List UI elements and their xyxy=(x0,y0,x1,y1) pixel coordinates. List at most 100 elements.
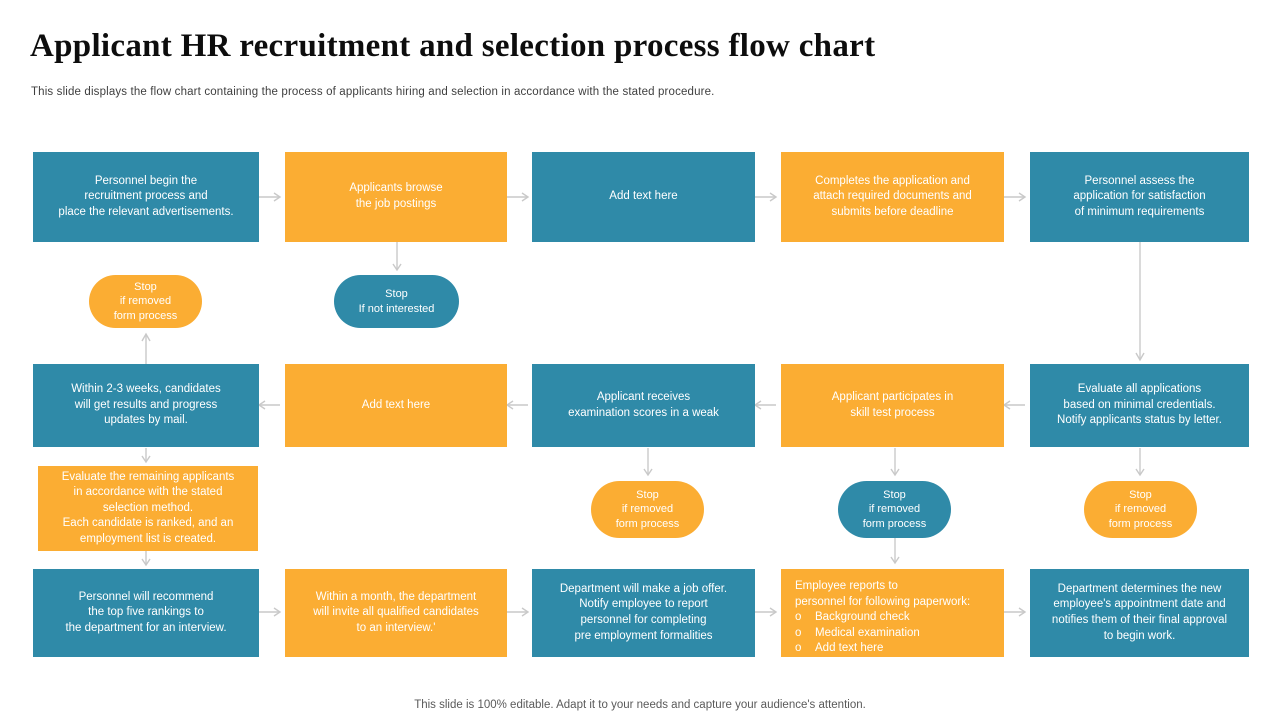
flow-node-stop-if-removed-2[interactable]: Stop if removed form process xyxy=(591,481,704,538)
flow-node-text-line: Add text here xyxy=(361,398,431,411)
flow-node-text-line: If not interested xyxy=(358,302,435,315)
flow-node-text-line: examination scores in a weak xyxy=(568,406,719,419)
connector-arrow-r2c2-to-r2c1 xyxy=(257,398,285,412)
flow-node-stop-if-not-interested[interactable]: Stop If not interested xyxy=(334,275,459,328)
flow-node-stop-if-removed-3[interactable]: Stop if removed form process xyxy=(838,481,951,538)
flow-node-text-line: form process xyxy=(113,309,178,322)
flow-node-recommend-top-five[interactable]: Personnel will recommend the top five ra… xyxy=(33,569,259,657)
flow-node-evaluate-all-applications[interactable]: Evaluate all applications based on minim… xyxy=(1030,364,1249,447)
flow-node-text-line: will invite all qualified candidates xyxy=(313,606,479,619)
connector-arrow-middle-left-to-r3c1 xyxy=(139,551,153,569)
flow-node-text-line: Applicants browse xyxy=(349,182,443,195)
flow-node-text-line: selection method. xyxy=(102,501,194,514)
flow-node-text-line: personnel for following paperwork: xyxy=(795,595,971,608)
flow-node-text: Within 2-3 weeks, candidates will get re… xyxy=(41,382,251,429)
flow-node-text-line: Completes the application and xyxy=(815,174,970,187)
flow-node-text-line: the top five rankings to xyxy=(88,606,204,619)
flow-node-text-line: form process xyxy=(862,517,927,530)
bullet-marker-icon: o xyxy=(795,626,802,639)
flow-node-department-job-offer[interactable]: Department will make a job offer. Notify… xyxy=(532,569,755,657)
flow-node-text-line: of minimum requirements xyxy=(1074,205,1205,218)
flow-node-text-line: attach required documents and xyxy=(813,190,972,203)
flow-node-text-line: notifies them of their final approval xyxy=(1051,614,1228,626)
bullet-item: o Medical examination xyxy=(795,626,994,642)
flow-node-text: Personnel will recommend the top five ra… xyxy=(41,590,251,637)
flow-node-text: Personnel begin the recruitment process … xyxy=(41,174,251,221)
flow-node-text-line: Department will make a job offer. xyxy=(559,582,728,595)
connector-arrow-r1c1-to-r1c2 xyxy=(259,190,285,204)
flow-node-text-line: updates by mail. xyxy=(104,414,188,427)
connector-arrow-r2c3-to-r2c2 xyxy=(505,398,533,412)
flow-node-text-line: Stop xyxy=(1129,489,1152,502)
connector-arrow-r3c2-to-r3c3 xyxy=(507,605,533,619)
connector-arrow-stop4-to-r3c4 xyxy=(888,538,902,568)
bullet-marker-icon: o xyxy=(795,642,802,655)
flow-node-text: Stop if removed form process xyxy=(599,488,696,531)
flow-node-text: Stop if removed form process xyxy=(97,280,194,323)
flow-node-text: Personnel assess the application for sat… xyxy=(1038,174,1241,221)
flow-node-evaluate-remaining-applicants[interactable]: Evaluate the remaining applicants in acc… xyxy=(38,466,258,551)
flow-node-text-line: in accordance with the stated xyxy=(73,486,223,499)
flow-node-text-line: skill test process xyxy=(850,406,935,419)
flow-node-stop-if-removed-4[interactable]: Stop if removed form process xyxy=(1084,481,1197,538)
flow-node-text-line: Stop xyxy=(883,489,906,502)
flow-node-text-line: Evaluate the remaining applicants xyxy=(61,470,235,483)
flow-node-results-within-2-3-weeks[interactable]: Within 2-3 weeks, candidates will get re… xyxy=(33,364,259,447)
flow-node-personnel-assess-application[interactable]: Personnel assess the application for sat… xyxy=(1030,152,1249,242)
flow-node-employee-reports-paperwork[interactable]: Employee reports to personnel for follow… xyxy=(781,569,1004,657)
flow-node-appointment-date-final-approval[interactable]: Department determines the new employee's… xyxy=(1030,569,1249,657)
connector-arrow-r1c5-to-r2c5 xyxy=(1133,241,1147,365)
bullet-label: Background check xyxy=(815,611,910,624)
flow-node-add-text-here-row2[interactable]: Add text here xyxy=(285,364,507,447)
flow-node-add-text-here-row1[interactable]: Add text here xyxy=(532,152,755,242)
flow-node-text: Department determines the new employee's… xyxy=(1038,582,1241,644)
flow-node-text-line: Evaluate all applications xyxy=(1077,383,1202,396)
flow-node-text-line: if removed xyxy=(1114,503,1167,516)
flow-node-text-line: Personnel begin the xyxy=(94,174,198,187)
flow-node-applicants-browse-postings[interactable]: Applicants browse the job postings xyxy=(285,152,507,242)
flow-node-text: Employee reports to personnel for follow… xyxy=(795,579,994,657)
flow-node-text-line: if removed xyxy=(868,503,921,516)
flow-node-text-line: personnel for completing xyxy=(580,614,707,626)
connector-arrow-r2c3-to-stop3 xyxy=(641,448,655,480)
flow-node-text: Stop if removed form process xyxy=(1092,488,1189,531)
flow-node-text-line: Applicant participates in xyxy=(831,390,954,403)
flow-node-text-line: submits before deadline xyxy=(831,205,954,218)
bullet-label: Add text here xyxy=(815,642,884,655)
flow-node-text-line: Stop xyxy=(134,281,157,294)
flow-node-text-line: recruitment process and xyxy=(84,190,208,203)
flow-node-text-line: Stop xyxy=(636,489,659,502)
flow-node-text: Applicants browse the job postings xyxy=(293,181,499,212)
connector-arrow-r2c1-to-middle-left xyxy=(139,448,153,466)
flow-node-text-line: application for satisfaction xyxy=(1073,190,1206,203)
flow-node-text: Within a month, the department will invi… xyxy=(293,590,499,637)
page-subtitle: This slide displays the flow chart conta… xyxy=(31,86,715,98)
bullet-item: o Background check xyxy=(795,610,994,626)
flow-node-text-line: Personnel assess the xyxy=(1084,174,1195,187)
connector-arrow-r2c4-to-r2c3 xyxy=(753,398,781,412)
flow-node-text-line: Department determines the new xyxy=(1057,582,1222,595)
connector-arrow-r2c1-to-stop1 xyxy=(139,331,153,365)
flow-node-completes-application[interactable]: Completes the application and attach req… xyxy=(781,152,1004,242)
connector-arrow-r3c1-to-r3c2 xyxy=(259,605,285,619)
flow-node-stop-if-removed-1[interactable]: Stop if removed form process xyxy=(89,275,202,328)
flow-node-text-line: Notify employee to report xyxy=(579,598,708,611)
flow-node-applicant-skill-test[interactable]: Applicant participates in skill test pro… xyxy=(781,364,1004,447)
flow-node-applicant-receives-scores[interactable]: Applicant receives examination scores in… xyxy=(532,364,755,447)
flow-node-invite-qualified-candidates[interactable]: Within a month, the department will invi… xyxy=(285,569,507,657)
connector-arrow-r2c5-to-stop5 xyxy=(1133,448,1147,480)
flow-node-text-line: employment list is created. xyxy=(79,532,217,545)
page-title: Applicant HR recruitment and selection p… xyxy=(30,28,876,64)
flow-node-text: Department will make a job offer. Notify… xyxy=(540,582,747,644)
flow-node-text-line: Add text here xyxy=(609,190,678,203)
flow-node-personnel-begin-recruitment[interactable]: Personnel begin the recruitment process … xyxy=(33,152,259,242)
flow-node-text-line: Each candidate is ranked, and an xyxy=(62,517,234,530)
flow-node-text: Completes the application and attach req… xyxy=(789,174,996,221)
connector-arrow-r3c3-to-r3c4 xyxy=(755,605,781,619)
flow-node-text-line: Notify applicants status by letter. xyxy=(1057,414,1222,427)
connector-arrow-r1c2-to-stop2 xyxy=(390,241,404,275)
flow-node-text: Applicant receives examination scores in… xyxy=(540,390,747,421)
flow-node-text-line: pre employment formalities xyxy=(574,629,713,642)
connector-arrow-r2c5-to-r2c4 xyxy=(1002,398,1030,412)
connector-arrow-r1c2-to-r1c3 xyxy=(507,190,533,204)
